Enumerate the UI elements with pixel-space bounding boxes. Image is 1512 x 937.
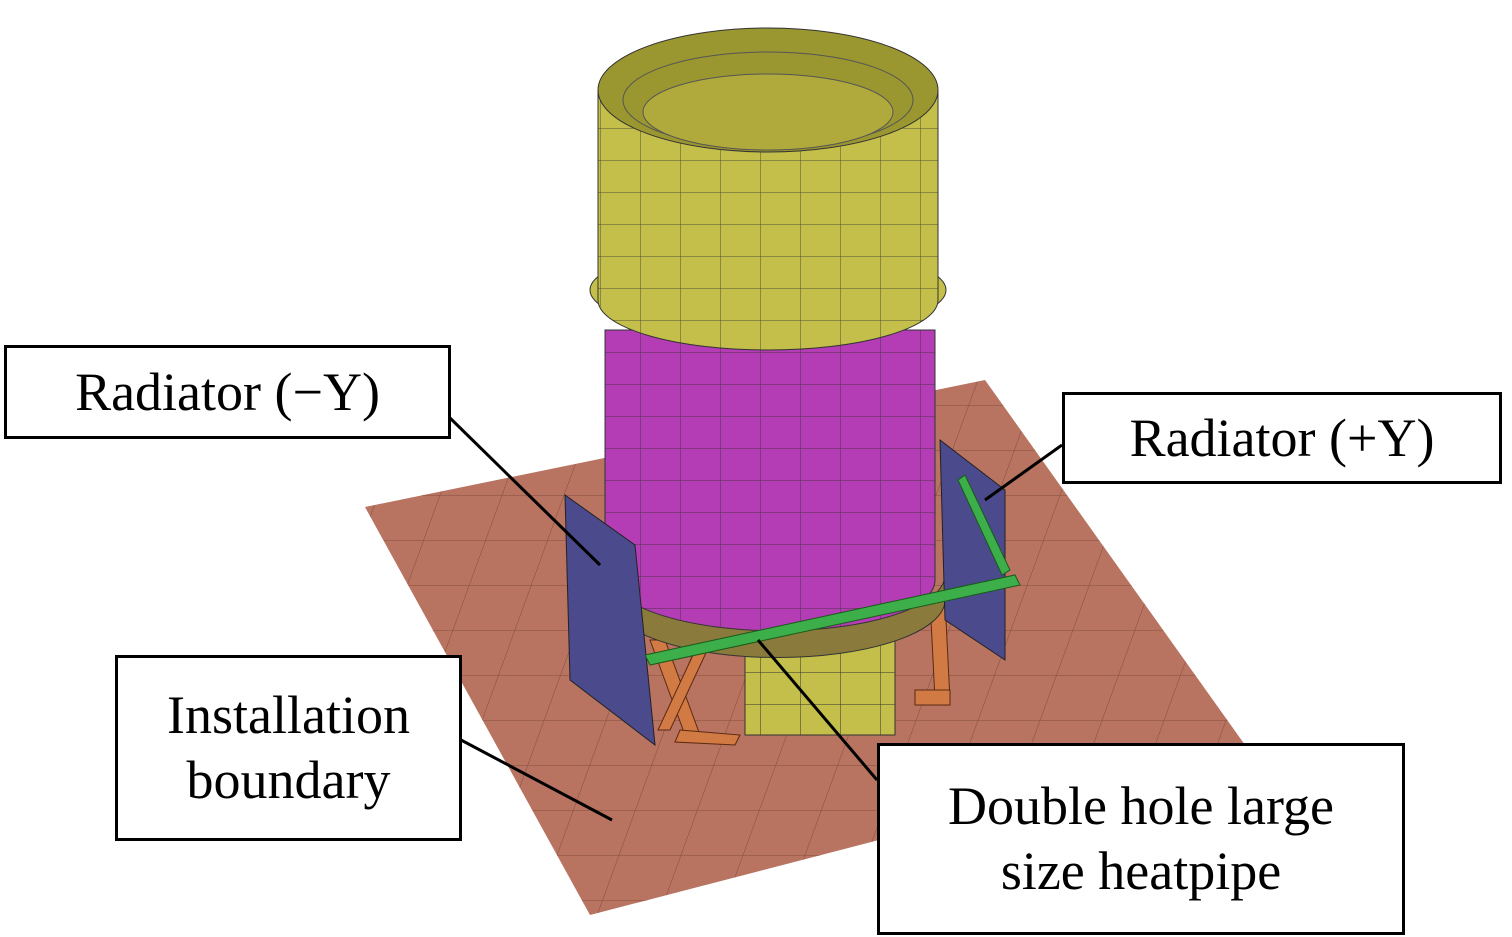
radiator-plus-y-text: Radiator (+Y) bbox=[1129, 407, 1435, 468]
radiator-minus-y-text: Radiator (−Y) bbox=[75, 361, 380, 422]
radiator-plus-y-panel bbox=[939, 438, 1006, 661]
installation-boundary-label: Installation boundary bbox=[115, 655, 462, 841]
heatpipe bbox=[644, 474, 1021, 666]
middle-cylinder bbox=[604, 329, 946, 659]
radiator-plus-y-label: Radiator (+Y) bbox=[1062, 392, 1502, 484]
heatpipe-line1: Double hole large bbox=[948, 776, 1334, 837]
heatpipe-label: Double hole large size heatpipe bbox=[877, 743, 1405, 935]
heatpipe-line2: size heatpipe bbox=[1000, 841, 1282, 901]
installation-boundary-line2: boundary bbox=[186, 750, 391, 810]
support-legs bbox=[649, 599, 951, 746]
radiator-minus-y-panel bbox=[564, 494, 656, 747]
upper-cylinder bbox=[589, 27, 947, 351]
installation-boundary-line1: Installation bbox=[167, 685, 410, 746]
leader-lines bbox=[448, 416, 1063, 822]
radiator-minus-y-label: Radiator (−Y) bbox=[4, 345, 451, 439]
